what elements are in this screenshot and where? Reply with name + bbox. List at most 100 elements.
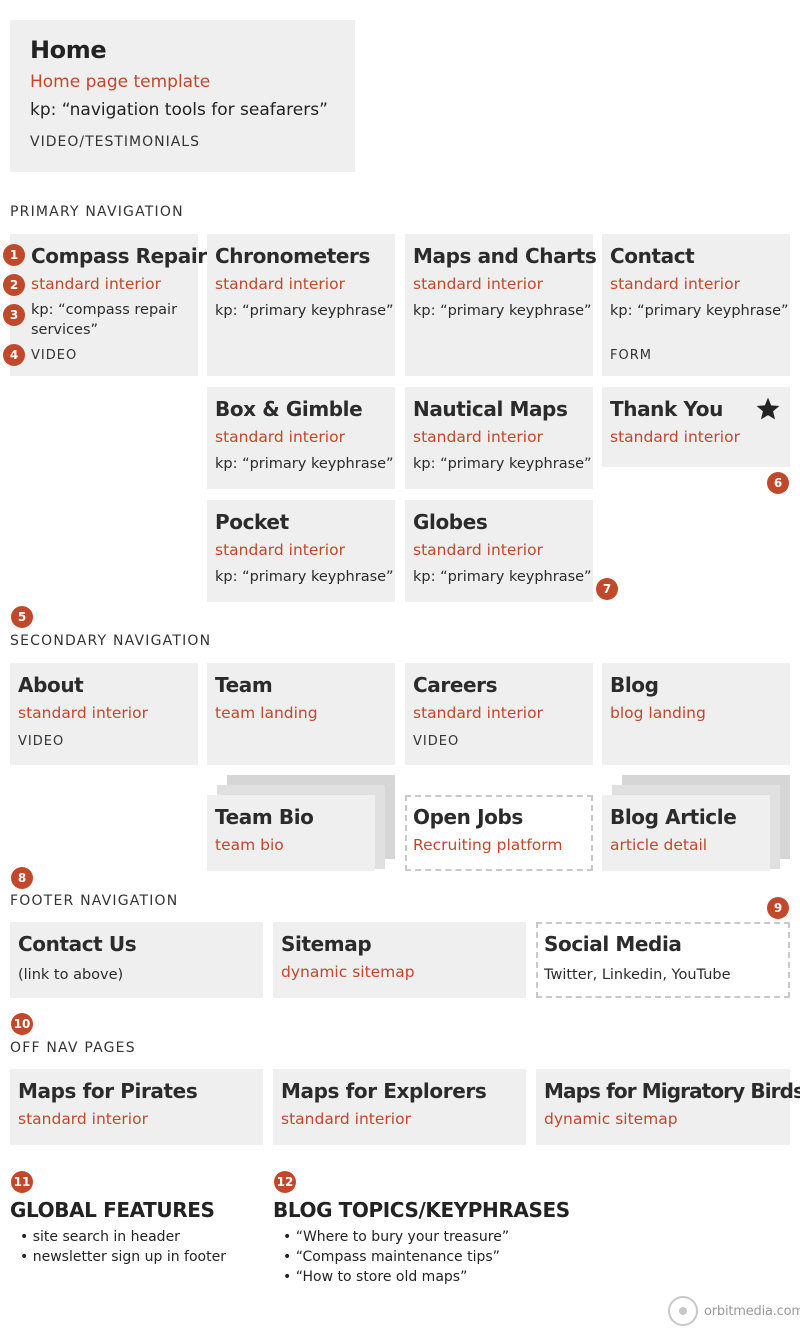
team-title: Team — [215, 673, 273, 697]
globes-template: standard interior — [413, 541, 543, 559]
badge-8: 8 — [11, 867, 33, 889]
about-note: VIDEO — [18, 734, 65, 749]
maps-for-explorers-title: Maps for Explorers — [281, 1079, 487, 1103]
about-card: About standard interior VIDEO — [10, 663, 198, 765]
about-template: standard interior — [18, 704, 148, 722]
secondary-navigation-heading: SECONDARY NAVIGATION — [10, 633, 212, 649]
box-gimble-title: Box & Gimble — [215, 397, 363, 421]
pocket-keyphrase: kp: “primary keyphrase” — [215, 569, 394, 585]
about-title: About — [18, 673, 84, 697]
blog-article-card: Blog Article article detail — [602, 795, 770, 871]
off-nav-pages-heading: OFF NAV PAGES — [10, 1040, 136, 1056]
home-card: Home Home page template kp: “navigation … — [10, 20, 355, 172]
global-feature-item: • newsletter sign up in footer — [20, 1249, 226, 1265]
blog-topic-item: • “Where to bury your treasure” — [283, 1229, 510, 1245]
compass-repair-card: Compass Repair standard interior kp: “co… — [10, 234, 207, 376]
box-gimble-card: Box & Gimble standard interior kp: “prim… — [207, 387, 395, 489]
maps-and-charts-title: Maps and Charts — [413, 244, 597, 268]
home-template: Home page template — [30, 72, 211, 92]
blog-topics-heading: BLOG TOPICS/KEYPHRASES — [273, 1198, 570, 1222]
badge-1: 1 — [3, 244, 25, 266]
home-note: VIDEO/TESTIMONIALS — [30, 134, 200, 150]
compass-repair-note: VIDEO — [31, 348, 78, 363]
compass-repair-keyphrase-2: services” — [31, 322, 99, 338]
maps-for-pirates-card: Maps for Pirates standard interior — [10, 1069, 263, 1145]
chronometers-template: standard interior — [215, 275, 345, 293]
social-media-detail: Twitter, Linkedin, YouTube — [544, 967, 731, 983]
nautical-maps-template: standard interior — [413, 428, 543, 446]
footer-navigation-heading: FOOTER NAVIGATION — [10, 893, 179, 909]
contact-title: Contact — [610, 244, 695, 268]
open-jobs-title: Open Jobs — [413, 805, 523, 829]
blog-template: blog landing — [610, 704, 706, 722]
blog-topic-item: • “How to store old maps” — [283, 1269, 468, 1285]
open-jobs-template: Recruiting platform — [413, 836, 563, 854]
careers-note: VIDEO — [413, 734, 460, 749]
maps-and-charts-template: standard interior — [413, 275, 543, 293]
open-jobs-card: Open Jobs Recruiting platform — [405, 795, 593, 871]
badge-7: 7 — [596, 578, 618, 600]
careers-template: standard interior — [413, 704, 543, 722]
compass-repair-template: standard interior — [31, 275, 161, 293]
social-media-card: Social Media Twitter, Linkedin, YouTube — [536, 922, 790, 998]
badge-11: 11 — [11, 1171, 33, 1193]
team-bio-title: Team Bio — [215, 805, 314, 829]
orbit-logo-icon — [668, 1296, 698, 1326]
maps-for-migratory-birds-title: Maps for Migratory Birds — [544, 1079, 800, 1103]
careers-title: Careers — [413, 673, 498, 697]
badge-5: 5 — [11, 606, 33, 628]
chronometers-title: Chronometers — [215, 244, 370, 268]
globes-card: Globes standard interior kp: “primary ke… — [405, 500, 593, 602]
global-features-heading: GLOBAL FEATURES — [10, 1198, 215, 1222]
team-template: team landing — [215, 704, 318, 722]
box-gimble-template: standard interior — [215, 428, 345, 446]
contact-card: Contact standard interior kp: “primary k… — [602, 234, 790, 376]
maps-for-migratory-birds-card: Maps for Migratory Birds dynamic sitemap — [536, 1069, 800, 1145]
chronometers-card: Chronometers standard interior kp: “prim… — [207, 234, 395, 376]
globes-keyphrase: kp: “primary keyphrase” — [413, 569, 592, 585]
global-feature-item: • site search in header — [20, 1229, 180, 1245]
contact-keyphrase: kp: “primary keyphrase” — [610, 303, 789, 319]
team-bio-card: Team Bio team bio — [207, 795, 375, 871]
maps-for-pirates-title: Maps for Pirates — [18, 1079, 198, 1103]
maps-and-charts-card: Maps and Charts standard interior kp: “p… — [405, 234, 597, 376]
home-title: Home — [30, 36, 107, 64]
careers-card: Careers standard interior VIDEO — [405, 663, 593, 765]
maps-for-explorers-template: standard interior — [281, 1110, 411, 1128]
globes-title: Globes — [413, 510, 488, 534]
contact-us-card: Contact Us (link to above) — [10, 922, 263, 998]
maps-for-migratory-birds-template: dynamic sitemap — [544, 1110, 678, 1128]
sitemap-title: Sitemap — [281, 932, 372, 956]
thank-you-template: standard interior — [610, 428, 740, 446]
badge-10: 10 — [11, 1013, 33, 1035]
nautical-maps-card: Nautical Maps standard interior kp: “pri… — [405, 387, 593, 489]
pocket-card: Pocket standard interior kp: “primary ke… — [207, 500, 395, 602]
maps-for-pirates-template: standard interior — [18, 1110, 148, 1128]
blog-article-title: Blog Article — [610, 805, 737, 829]
blog-topic-item: • “Compass maintenance tips” — [283, 1249, 500, 1265]
team-bio-template: team bio — [215, 836, 284, 854]
blog-title: Blog — [610, 673, 659, 697]
blog-article-template: article detail — [610, 836, 708, 854]
contact-us-title: Contact Us — [18, 932, 137, 956]
pocket-title: Pocket — [215, 510, 289, 534]
badge-9: 9 — [767, 897, 789, 919]
contact-us-detail: (link to above) — [18, 967, 124, 983]
nautical-maps-title: Nautical Maps — [413, 397, 568, 421]
sitemap-card: Sitemap dynamic sitemap — [273, 922, 526, 998]
contact-template: standard interior — [610, 275, 740, 293]
star-icon — [756, 397, 780, 420]
social-media-title: Social Media — [544, 932, 682, 956]
box-gimble-keyphrase: kp: “primary keyphrase” — [215, 456, 394, 472]
badge-12: 12 — [274, 1171, 296, 1193]
compass-repair-keyphrase: kp: “compass repair — [31, 302, 178, 318]
sitemap-template: dynamic sitemap — [281, 963, 415, 981]
thank-you-title: Thank You — [610, 397, 723, 421]
thank-you-card: Thank You standard interior — [602, 387, 790, 467]
badge-6: 6 — [767, 472, 789, 494]
home-keyphrase: kp: “navigation tools for seafarers” — [30, 100, 328, 120]
contact-note: FORM — [610, 348, 652, 363]
maps-and-charts-keyphrase: kp: “primary keyphrase” — [413, 303, 592, 319]
badge-3: 3 — [3, 304, 25, 326]
orbitmedia-logo: orbitmedia.com — [668, 1296, 800, 1326]
